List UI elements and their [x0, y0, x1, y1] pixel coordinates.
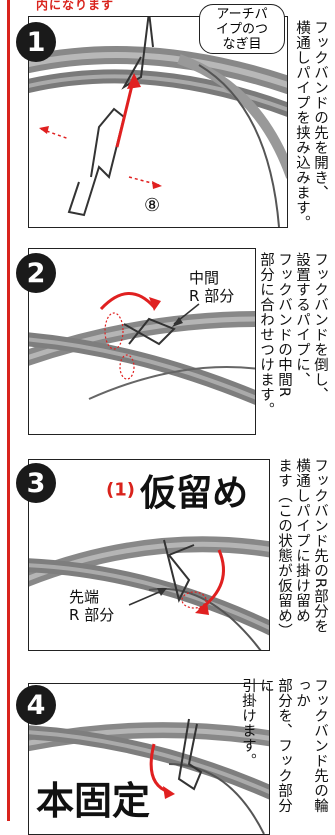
- step-1-callout-text: アーチパイプのつなぎ目: [215, 6, 268, 52]
- step-1-pipes-graphic: [29, 17, 287, 227]
- step-1-callout: アーチパイプのつなぎ目: [199, 4, 285, 54]
- step-1-instruction: フックバンドの先を開き、 横通しパイプを挟み込みます。: [293, 20, 329, 250]
- step-4-title: 本固定: [36, 779, 151, 823]
- step-2-instruction: フックバンドを倒し、 設置するパイプに、 フックバンドの中間R 部分に合わせつけ…: [257, 252, 329, 442]
- step-2-illustration: 中間 R 部分: [28, 248, 256, 435]
- step-3-pipes-graphic: [29, 536, 269, 650]
- step-1-marker: ⑧: [144, 195, 161, 216]
- top-note: 内になります: [36, 0, 115, 12]
- step-1-line-1: フックバンドの先を開き、: [312, 20, 328, 200]
- step-2-pipes-graphic: [29, 292, 255, 405]
- step-4-illustration: [28, 683, 270, 835]
- step-4-line-3: 引掛けます。: [240, 678, 256, 768]
- step-4-badge: 4: [16, 685, 56, 725]
- step-3-instruction: フックバンド先のR部分を 横通しパイプに掛け留め ます（この状態が仮留め）: [275, 458, 329, 663]
- step-4-line-2: 部分を、フック部分に: [258, 678, 292, 813]
- step-3-title-prefix: (1): [106, 479, 135, 501]
- step-2-line-3: フックバンドの中間R: [276, 252, 292, 398]
- step-3-illustration: 先端 R 部分: [28, 459, 270, 651]
- step-2-badge: 2: [16, 253, 56, 293]
- step-3-line-2: 横通しパイプに掛け留め: [294, 458, 310, 623]
- step-1-badge: 1: [16, 22, 56, 62]
- step-2-label-line-1: 中間: [189, 269, 220, 287]
- step-4-pipes-graphic: [29, 718, 269, 834]
- step-3-title: (1) 仮留め: [106, 464, 248, 516]
- step-4-instruction: フックバンド先の輪っか 部分を、フック部分に 引掛けます。: [239, 678, 329, 816]
- step-2-label-line-2: R 部分: [189, 287, 235, 305]
- step-2-line-2: 設置するパイプに、: [294, 252, 310, 387]
- red-margin-line: [7, 0, 10, 821]
- step-3-label-line-1: 先端: [69, 588, 100, 606]
- step-2-line-4: 部分に合わせつけます。: [258, 252, 274, 417]
- step-4-line-1: フックバンド先の輪っか: [294, 678, 328, 813]
- step-2-label: 中間 R 部分: [189, 269, 234, 305]
- step-2-line-1: フックバンドを倒し、: [312, 252, 328, 402]
- step-3-label: 先端 R 部分: [69, 588, 114, 624]
- step-3-line-3: ます（この状態が仮留め）: [276, 458, 292, 638]
- step-3-badge: 3: [16, 463, 56, 503]
- step-3-title-text: 仮留め: [140, 473, 249, 514]
- step-3-label-line-2: R 部分: [69, 606, 115, 624]
- step-1-line-2: 横通しパイプを挟み込みます。: [294, 20, 310, 230]
- step-3-line-1: フックバンド先のR部分を: [312, 458, 328, 634]
